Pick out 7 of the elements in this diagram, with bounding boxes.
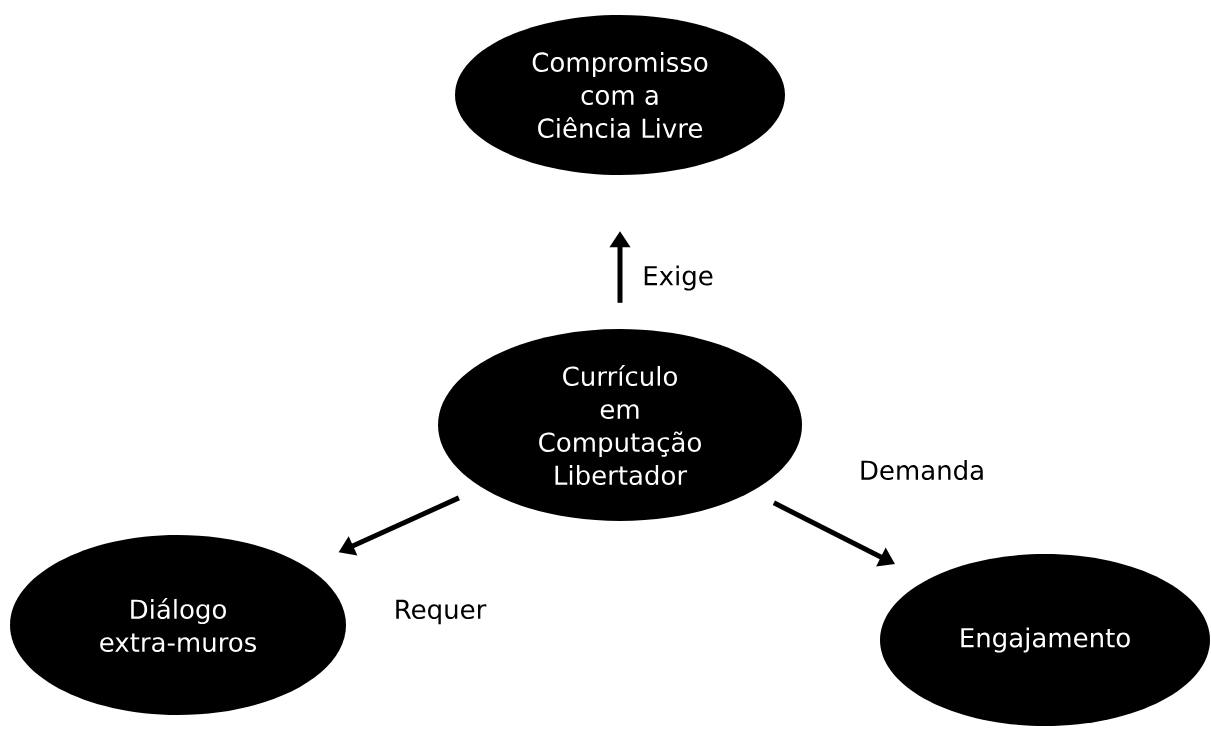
ellipse-node: Compromisso com a Ciência Livre [455, 15, 785, 175]
edge-label: Demanda [856, 457, 988, 483]
ellipse-node: Currículo em Computação Libertador [438, 329, 802, 521]
ellipse-node: Diálogo extra-muros [10, 535, 346, 715]
edge-label: Exige [640, 263, 716, 293]
edge-label: Requer [391, 597, 489, 627]
ellipse-node: Engajamento [880, 554, 1210, 726]
